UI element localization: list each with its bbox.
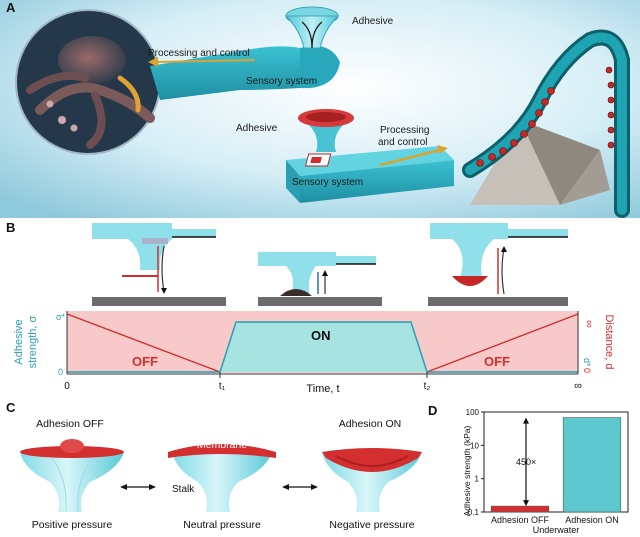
fold-annotation: 450× xyxy=(516,457,536,467)
mid-sensory-label: Sensory system xyxy=(292,177,363,188)
y-tick-label-2: 10 xyxy=(470,441,479,450)
fold-arrow-head-bottom xyxy=(523,500,529,507)
tick-x-t2: t₂ xyxy=(424,381,431,392)
panel-b: B xyxy=(6,220,615,395)
distance-line-right xyxy=(426,313,579,373)
y-tick-label-1: 1 xyxy=(475,475,480,484)
tick-zero-right: 0 xyxy=(582,368,592,373)
tick-zero-left: 0 xyxy=(58,367,63,377)
chart-y-label: Adhesive strength (kPa) xyxy=(462,425,472,516)
on-region xyxy=(220,322,427,372)
mid-processing-label-1: Processing xyxy=(380,125,429,136)
x-label: Time, t xyxy=(306,383,339,395)
transition-arrow-2 xyxy=(282,484,318,490)
tick-x-t1: t₁ xyxy=(219,381,226,392)
ground-1 xyxy=(92,297,226,306)
y-tick-label-3: 100 xyxy=(466,408,480,417)
title-adhesion-off: Adhesion OFF xyxy=(36,418,104,430)
top-processing-label: Processing and control xyxy=(148,48,250,59)
tick-x-0: 0 xyxy=(64,381,70,392)
tick-sigma-star: σ* xyxy=(56,312,66,322)
transition-arrow-1 xyxy=(120,484,156,490)
panel-d-letter: D xyxy=(428,403,437,418)
tick-inf-right: ∞ xyxy=(583,320,595,328)
panel-a: A Adhesive Processing and contro xyxy=(0,0,640,218)
top-tube xyxy=(148,45,340,100)
cup-positive-pressure xyxy=(20,439,124,513)
robotic-tentacle xyxy=(462,29,630,218)
mid-processing-label-2: and control xyxy=(378,137,427,148)
ground-3 xyxy=(428,297,568,306)
strength-line xyxy=(67,321,578,373)
title-adhesion-on: Adhesion ON xyxy=(339,418,401,430)
y-label-line1: Adhesive xyxy=(13,319,25,364)
state-off-left: OFF xyxy=(132,354,158,369)
top-adhesive-cup xyxy=(284,6,340,49)
category-label-1: Adhesion ON xyxy=(565,515,619,525)
timing-chart xyxy=(66,311,579,378)
ground-2 xyxy=(258,297,382,306)
state-on: ON xyxy=(311,328,331,343)
bar-0 xyxy=(490,505,550,513)
chart-x-label: Underwater xyxy=(533,525,580,535)
panel-c-letter: C xyxy=(6,400,16,415)
top-adhesive-label: Adhesive xyxy=(352,16,394,27)
stalk-label: Stalk xyxy=(172,484,195,495)
panel-d: D Adhesive strength (kPa) 0.1 1 10 100Adhes… xyxy=(428,403,629,535)
top-sensory-label: Sensory system xyxy=(246,76,317,87)
stage-1-device xyxy=(92,223,216,294)
mid-adhesive-label: Adhesive xyxy=(236,123,278,134)
category-label-0: Adhesion OFF xyxy=(491,515,550,525)
state-off-right: OFF xyxy=(484,354,510,369)
stage-3-device xyxy=(430,223,568,295)
neutral-pressure-label: Neutral pressure xyxy=(183,519,261,531)
middle-device xyxy=(286,109,454,203)
tick-d-star: d* xyxy=(582,358,592,367)
y-label-line2: strength, σ xyxy=(27,315,39,368)
fold-arrow-head-top xyxy=(523,417,529,424)
positive-pressure-label: Positive pressure xyxy=(32,519,113,531)
cup-neutral-pressure xyxy=(168,444,276,512)
membrane-label: Membrane xyxy=(197,439,247,451)
negative-pressure-label: Negative pressure xyxy=(329,519,414,531)
tick-x-inf: ∞ xyxy=(574,380,582,392)
bar-1 xyxy=(562,417,622,513)
chart-frame xyxy=(483,411,629,513)
panel-a-letter: A xyxy=(6,0,16,15)
panel-b-letter: B xyxy=(6,220,15,235)
distance-line-left xyxy=(66,313,221,373)
cup-negative-pressure xyxy=(322,448,422,512)
y-tick-label-0: 0.1 xyxy=(468,508,480,517)
panel-c: C Adhesion OFF Adhesion ON Membrane Stal… xyxy=(6,400,422,531)
stage-2-device xyxy=(258,252,376,296)
octopus-photo xyxy=(15,9,161,155)
y2-label: Distance, d xyxy=(603,314,615,369)
